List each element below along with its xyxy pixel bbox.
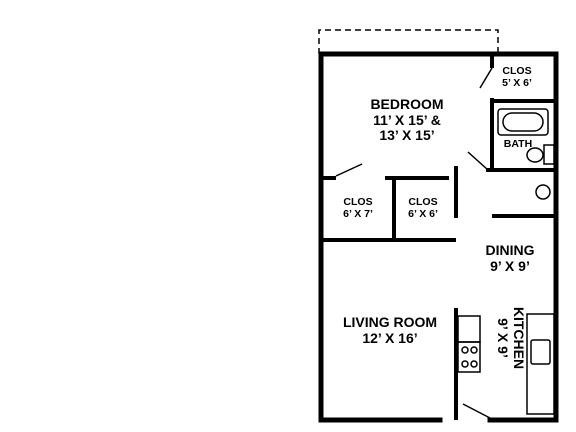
closet-top-door <box>479 67 493 89</box>
closet-left-name: CLOS <box>343 196 373 208</box>
bath-door <box>467 151 489 171</box>
closet-top-name: CLOS <box>502 65 532 77</box>
bedroom-dims-1: 11’ X 15’ & <box>373 111 441 128</box>
bedroom-name: BEDROOM <box>370 96 444 112</box>
closet-top-label: CLOS 5’ X 6’ <box>495 65 539 90</box>
sink <box>535 184 551 200</box>
bedroom-label: BEDROOM 11’ X 15’ & 13’ X 15’ <box>355 96 459 144</box>
counter-right <box>526 313 555 415</box>
kitchen-dims: 9’ X 9’ <box>495 318 512 358</box>
closet-left-dims: 6’ X 7’ <box>343 207 373 220</box>
kitchen-fixtures <box>457 313 555 415</box>
closet-left-label: CLOS 6’ X 7’ <box>334 196 382 221</box>
bath-name: BATH <box>503 138 533 150</box>
bathtub <box>497 108 549 136</box>
bath-label: BATH <box>498 138 538 151</box>
dining-dims: 9’ X 9’ <box>490 257 530 274</box>
counter-left <box>457 315 481 343</box>
toilet <box>526 147 544 163</box>
stove <box>457 341 481 373</box>
closet-mid-name: CLOS <box>408 196 438 208</box>
kitchen-name: KITCHEN <box>511 306 527 370</box>
living-room-label: LIVING ROOM 12’ X 16’ <box>334 314 446 346</box>
closet-mid-dims: 6’ X 6’ <box>408 207 438 220</box>
interior-walls <box>321 54 556 420</box>
living-room-dims: 12’ X 16’ <box>362 329 418 346</box>
closet-mid-label: CLOS 6’ X 6’ <box>400 196 446 221</box>
entry-door <box>462 403 491 419</box>
doors <box>335 67 493 419</box>
kitchen-sink <box>530 339 551 365</box>
closet-left-door <box>335 163 363 177</box>
closet-top-dims: 5’ X 6’ <box>502 76 532 89</box>
bath-fixtures <box>497 108 555 200</box>
living-room-name: LIVING ROOM <box>342 314 438 330</box>
bedroom-dims-2: 13’ X 15’ <box>379 127 435 144</box>
kitchen-label: KITCHEN 9’ X 9’ <box>492 300 527 376</box>
balcony-outline <box>318 29 499 54</box>
dining-label: DINING 9’ X 9’ <box>478 242 542 274</box>
dining-name: DINING <box>485 242 535 258</box>
